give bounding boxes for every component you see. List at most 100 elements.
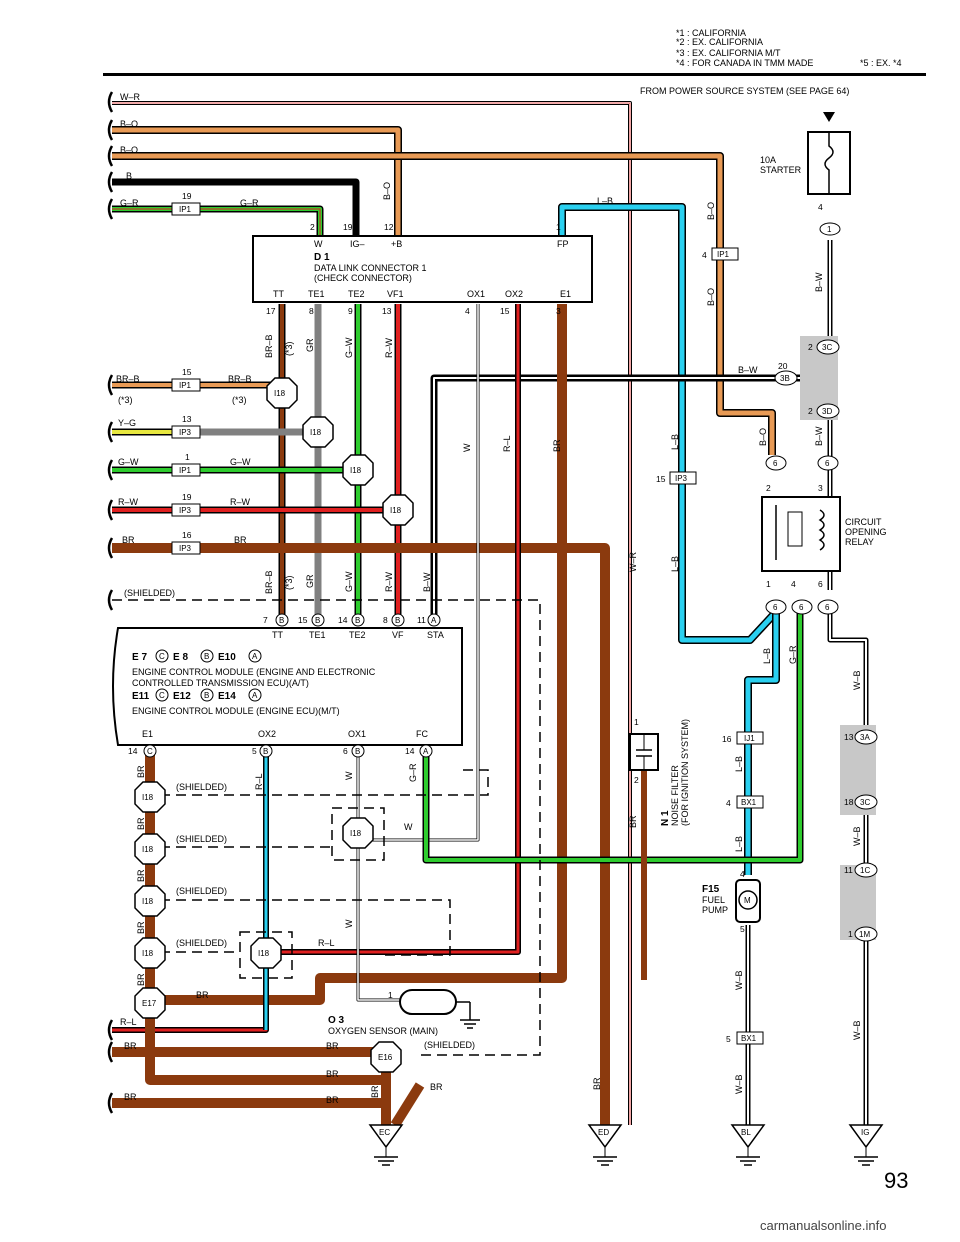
ecm-line2-b: E12 xyxy=(173,691,191,702)
conn-ip1-right-label: IP1 xyxy=(717,250,730,259)
svg-text:M: M xyxy=(744,896,751,905)
dlc-num-b: 12 xyxy=(384,222,394,232)
svg-text:W–B: W–B xyxy=(734,970,744,990)
svg-text:2: 2 xyxy=(808,406,813,416)
conn-3a: 3A xyxy=(860,733,870,742)
pump-label-1: FUEL xyxy=(702,895,725,905)
dlc-num-fp: 1 xyxy=(556,222,561,232)
ecm-pin-e1: E1 xyxy=(142,729,153,739)
wire-label-g-w-2: G–W xyxy=(230,457,251,467)
svg-text:1: 1 xyxy=(634,717,639,727)
svg-text:BR: BR xyxy=(136,921,146,934)
svg-text:BR: BR xyxy=(136,869,146,882)
note-5: *5 : EX. *4 xyxy=(860,58,902,68)
dlc-pin-fp: FP xyxy=(557,239,569,249)
ecm-conn-sta: A xyxy=(431,616,437,625)
svg-text:L–B: L–B xyxy=(734,756,744,772)
svg-text:BR: BR xyxy=(136,973,146,986)
svg-text:13: 13 xyxy=(182,414,192,424)
svg-text:GR: GR xyxy=(305,574,315,588)
circuit-opening-relay: CIRCUIT OPENING RELAY xyxy=(761,496,887,572)
conn-3b: 3B xyxy=(780,374,790,383)
splice-i18-3: I18 xyxy=(350,466,362,475)
svg-text:W–R: W–R xyxy=(628,552,638,573)
note-3: *3 : EX. CALIFORNIA M/T xyxy=(676,48,781,58)
conn-6-e: 6 xyxy=(825,603,830,612)
svg-text:B–O: B–O xyxy=(382,182,392,200)
note-2: *2 : EX. CALIFORNIA xyxy=(676,37,763,47)
conn-3c-b: 3C xyxy=(860,798,870,807)
dlc-num-e1: 3 xyxy=(556,306,561,316)
svg-text:BR: BR xyxy=(136,817,146,830)
wire-label-g-r: G–R xyxy=(120,198,139,208)
svg-text:4: 4 xyxy=(702,250,707,260)
ecm-conn-badge xyxy=(155,649,169,663)
ecm-num-vf: 8 xyxy=(383,615,388,625)
ground-bl: BL xyxy=(741,1128,751,1137)
ecm-conn-ox2: B xyxy=(263,747,268,756)
conn-1c: 1C xyxy=(860,866,870,875)
notes-block: *1 : CALIFORNIA *2 : EX. CALIFORNIA *3 :… xyxy=(676,28,902,68)
svg-text:4: 4 xyxy=(791,579,796,589)
conn-6-d: 6 xyxy=(799,603,804,612)
svg-text:B–W: B–W xyxy=(422,572,432,592)
wire-label-br-4: BR xyxy=(124,1092,137,1102)
svg-text:19: 19 xyxy=(182,191,192,201)
ecm-line1-b: E 8 xyxy=(173,652,188,663)
svg-text:BR: BR xyxy=(552,439,562,452)
conn-1-label: 1 xyxy=(827,225,832,234)
ground-ed: ED xyxy=(598,1128,609,1137)
svg-text:11: 11 xyxy=(844,865,853,875)
dlc-id: D 1 xyxy=(314,252,330,263)
dlc-num-ig: 19 xyxy=(343,222,353,232)
ecm-pin-fc: FC xyxy=(416,729,428,739)
dlc-pin-ox2: OX2 xyxy=(505,289,523,299)
svg-text:BR: BR xyxy=(326,1069,339,1079)
grounds: EC ED BL IG xyxy=(368,1124,884,1166)
left-wire-labels: W–R B–O B–O B G–R G–R BR–B (*3) BR–B (*3… xyxy=(116,92,259,1102)
svg-text:BR: BR xyxy=(196,990,209,1000)
conn-bx1-b xyxy=(736,1031,764,1045)
svg-text:A: A xyxy=(252,691,258,700)
wire-label-r-l: R–L xyxy=(120,1017,137,1027)
ecm-pin-te1: TE1 xyxy=(309,630,326,640)
svg-text:B–O: B–O xyxy=(706,202,716,220)
svg-text:4: 4 xyxy=(740,869,745,879)
pump-label-2: PUMP xyxy=(702,905,728,915)
svg-text:A: A xyxy=(252,652,258,661)
conn-6-b: 6 xyxy=(825,459,830,468)
wire-label-r-w: R–W xyxy=(118,497,139,507)
svg-text:R–L: R–L xyxy=(254,773,264,790)
dlc-num-tt: 17 xyxy=(266,306,276,316)
o2-id: O 3 xyxy=(328,1015,345,1026)
ecm-pin-ox1: OX1 xyxy=(348,729,366,739)
svg-text:G–R: G–R xyxy=(408,763,418,782)
wire-label-br: BR xyxy=(122,535,135,545)
svg-text:BR–B: BR–B xyxy=(264,570,274,594)
relay-label-3: RELAY xyxy=(845,537,874,547)
ecm-bottom-terminals: 14 C 5 B 6 B 14 A xyxy=(128,744,433,758)
svg-text:15: 15 xyxy=(182,367,192,377)
svg-text:L–B: L–B xyxy=(670,434,680,450)
wire-note-3b: (*3) xyxy=(232,395,247,405)
svg-text:BR–B: BR–B xyxy=(264,334,274,358)
conn-bx1-b-label: BX1 xyxy=(741,1034,757,1043)
dlc-num-vf1: 13 xyxy=(382,306,392,316)
splice-i18-1: I18 xyxy=(274,389,286,398)
wire-label-b-o-2: B–O xyxy=(120,145,138,155)
splice-e16: E16 xyxy=(378,1053,393,1062)
wire-label-g-w: G–W xyxy=(118,457,139,467)
svg-text:1: 1 xyxy=(848,929,853,939)
splice-i18-2: I18 xyxy=(310,428,322,437)
svg-text:13: 13 xyxy=(844,732,854,742)
svg-text:B–W: B–W xyxy=(738,365,758,375)
o2-name: OXYGEN SENSOR (MAIN) xyxy=(328,1026,438,1036)
svg-text:16: 16 xyxy=(182,530,192,540)
conn-6-a: 6 xyxy=(773,459,778,468)
ecm-pin-ox2: OX2 xyxy=(258,729,276,739)
svg-text:2: 2 xyxy=(808,342,813,352)
svg-text:GR: GR xyxy=(305,338,315,352)
ecm-num-ox2: 5 xyxy=(252,746,257,756)
wire-label-w-r: W–R xyxy=(120,92,141,102)
footer-watermark: carmanualsonline.info xyxy=(760,1218,886,1233)
